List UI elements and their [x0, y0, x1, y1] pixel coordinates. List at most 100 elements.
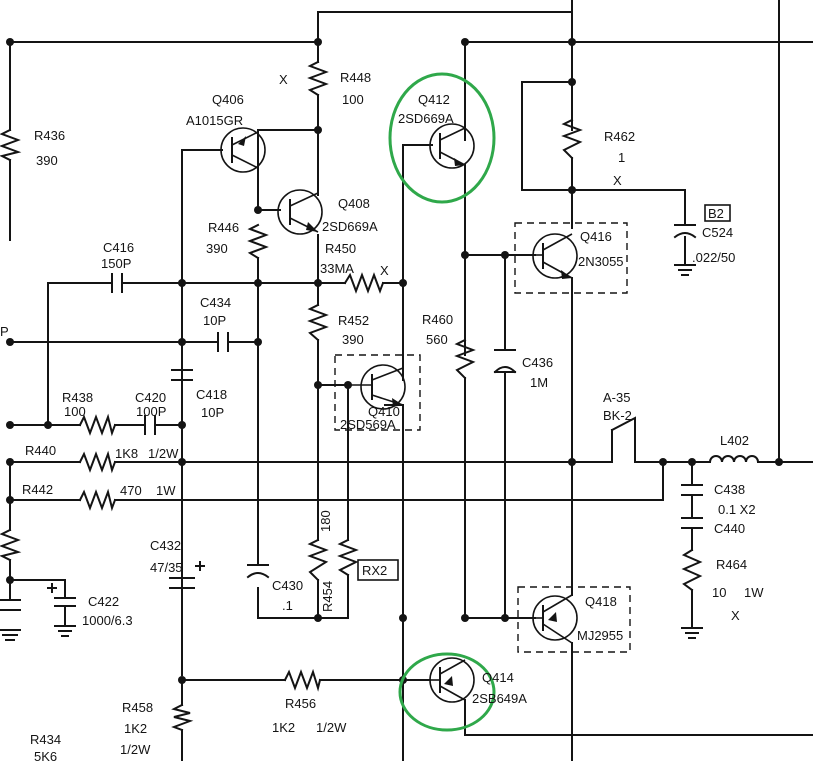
- r452-body: [307, 303, 329, 342]
- ground-symbols: [0, 264, 703, 641]
- r462-body: [561, 118, 583, 160]
- c524-ref: C524: [702, 225, 733, 240]
- wires: [9, 0, 813, 761]
- q414-ref: Q414: [482, 670, 514, 685]
- c432-ref: C432: [150, 538, 181, 553]
- r446-body: [247, 223, 269, 260]
- transistor-symbols: [220, 123, 578, 703]
- p-label: P: [0, 324, 9, 339]
- r440-value: 1K8: [115, 446, 138, 461]
- c436-ref: C436: [522, 355, 553, 370]
- r462-value: 1: [618, 150, 625, 165]
- r448-ref: R448: [340, 70, 371, 85]
- r442-ref: R442: [22, 482, 53, 497]
- q416-part: 2N3055: [578, 254, 624, 269]
- r456-value: 1K2: [272, 720, 295, 735]
- r-left-body: [0, 528, 22, 562]
- r446-value: 390: [206, 241, 228, 256]
- r458-rating: 1/2W: [120, 742, 151, 757]
- capacitor-symbols: [0, 224, 703, 627]
- r456-rating: 1/2W: [316, 720, 347, 735]
- r450-ref: R450: [325, 241, 356, 256]
- l402-label: L402: [720, 433, 749, 448]
- c434-ref: C434: [200, 295, 231, 310]
- r456-body: [283, 668, 322, 692]
- r458-value: 1K2: [124, 721, 147, 736]
- c422-ref: C422: [88, 594, 119, 609]
- q412-part: 2SD669A: [398, 111, 454, 126]
- x-mark-r462: X: [613, 173, 622, 188]
- b2-box: [704, 204, 731, 222]
- c418-value: 10P: [201, 405, 224, 420]
- q412-ref: Q412: [418, 92, 450, 107]
- r438-body: [78, 413, 117, 437]
- c416-ref: C416: [103, 240, 134, 255]
- a35-label: A-35: [603, 390, 630, 405]
- r452-value: 390: [342, 332, 364, 347]
- c440-ref: C440: [714, 521, 745, 536]
- heatsink-outlines: [334, 222, 631, 653]
- r442-value: 470: [120, 483, 142, 498]
- x-mark-r448: X: [279, 72, 288, 87]
- c430-ref: C430: [272, 578, 303, 593]
- junction-dots: [6, 38, 783, 684]
- c422-value: 1000/6.3: [82, 613, 133, 628]
- r436-value: 390: [36, 153, 58, 168]
- r180-body: [337, 538, 359, 577]
- r450-value: 33MA: [320, 261, 354, 276]
- q408-ref: Q408: [338, 196, 370, 211]
- r438-ref: R438: [62, 390, 93, 405]
- r434-value: 5K6: [34, 749, 57, 761]
- r464-ref: R464: [716, 557, 747, 572]
- r442-body: [78, 488, 117, 512]
- c438-value: 0.1 X2: [718, 502, 756, 517]
- r450-body: [343, 272, 385, 294]
- r452-ref: R452: [338, 313, 369, 328]
- inductor-l402: [708, 455, 760, 464]
- rx2-box: [357, 559, 399, 581]
- r454-body: [307, 538, 329, 582]
- q406-part: A1015GR: [186, 113, 243, 128]
- rx2-label: RX2: [362, 563, 387, 578]
- q414-part: 2SB649A: [472, 691, 527, 706]
- r434-ref: R434: [30, 732, 61, 747]
- bk2-label: BK-2: [603, 408, 632, 423]
- c420-ref: C420: [135, 390, 166, 405]
- labels: R436 390 R448 100 R446 390 R450 33MA R45…: [0, 70, 764, 761]
- highlight-q412: [388, 72, 496, 204]
- r180-value: 180: [318, 510, 333, 532]
- x-mark-r450: X: [380, 263, 389, 278]
- c418-ref: C418: [196, 387, 227, 402]
- r438-value: 100: [64, 404, 86, 419]
- c420-value: 100P: [136, 404, 166, 419]
- r460-body: [454, 338, 476, 380]
- resistor-symbols: [0, 60, 703, 732]
- c430-value: .1: [282, 598, 293, 613]
- c438-ref: C438: [714, 482, 745, 497]
- r456-ref: R456: [285, 696, 316, 711]
- q418-part: MJ2955: [577, 628, 623, 643]
- q418-ref: Q418: [585, 594, 617, 609]
- highlight-q414: [398, 652, 496, 732]
- r446-ref: R446: [208, 220, 239, 235]
- r440-rating: 1/2W: [148, 446, 179, 461]
- q416-ref: Q416: [580, 229, 612, 244]
- r464-value: 10: [712, 585, 726, 600]
- r436-body: [0, 128, 22, 162]
- r464-body: [681, 548, 703, 592]
- c416-value: 150P: [101, 256, 131, 271]
- x-mark-r464: X: [731, 608, 740, 623]
- r436-ref: R436: [34, 128, 65, 143]
- r442-rating: 1W: [156, 483, 176, 498]
- c434-value: 10P: [203, 313, 226, 328]
- r462-ref: R462: [604, 129, 635, 144]
- c432-value: 47/35: [150, 560, 183, 575]
- r448-body: [307, 60, 329, 97]
- r458-ref: R458: [122, 700, 153, 715]
- r440-body: [78, 450, 117, 474]
- q406-ref: Q406: [212, 92, 244, 107]
- b2-label: B2: [708, 206, 724, 221]
- q410-ref: Q410: [368, 404, 400, 419]
- r440-ref: R440: [25, 443, 56, 458]
